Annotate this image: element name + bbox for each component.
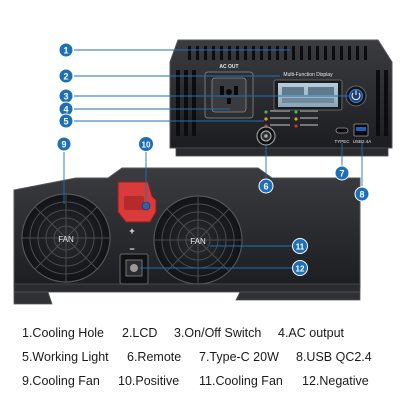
legend-item-type-c: 7.Type-C 20W [199, 350, 279, 364]
type-c-port[interactable]: TYPEC [334, 127, 350, 144]
svg-text:5: 5 [63, 117, 68, 127]
product-diagram: AC OUT Multi-Function Display [13, 39, 393, 305]
negative-sign: − [129, 244, 134, 254]
legend-item-positive: 10.Positive [118, 374, 180, 388]
legend-item-cooling-fan-9: 9.Cooling Fan [22, 374, 100, 388]
callout-2: 2 [58, 68, 74, 84]
rear-panel-unit: FAN FAN + − [13, 167, 361, 305]
cooling-fan-right: FAN [153, 195, 243, 285]
svg-text:10: 10 [142, 140, 151, 149]
usb-port[interactable]: USB2.4A [353, 123, 372, 144]
legend-row-3: 9.Cooling Fan 10.Positive 11.Cooling Fan… [0, 374, 400, 394]
callout-1: 1 [58, 42, 74, 58]
typec-label: TYPEC [334, 139, 350, 144]
svg-text:6: 6 [263, 182, 268, 192]
lcd-display: Multi-Function Display [273, 72, 343, 111]
parts-legend: 1.Cooling Hole 2.LCD 3.On/Off Switch 4.A… [0, 324, 400, 400]
fan-right-label: FAN [190, 237, 206, 246]
svg-text:7: 7 [339, 169, 344, 179]
ac-output-socket[interactable]: AC OUT [204, 64, 254, 119]
legend-row-1: 1.Cooling Hole 2.LCD 3.On/Off Switch 4.A… [0, 326, 400, 346]
legend-item-cooling-fan-11: 11.Cooling Fan [199, 374, 283, 388]
cooling-fan-left: FAN [21, 193, 111, 283]
top-cooling-slots [188, 46, 367, 60]
svg-text:1: 1 [63, 46, 68, 56]
svg-text:9: 9 [61, 140, 66, 150]
callout-5: 5 [58, 113, 74, 129]
remote-port[interactable] [256, 126, 276, 146]
legend-item-negative: 12.Negative [302, 374, 369, 388]
ac-out-label: AC OUT [219, 64, 238, 70]
svg-text:11: 11 [296, 242, 305, 251]
callout-4: 4 [58, 101, 74, 117]
fan-left-label: FAN [58, 235, 74, 244]
callout-11: 11 [292, 238, 308, 254]
positive-sign: + [129, 226, 134, 236]
on-off-switch[interactable] [345, 85, 367, 107]
callout-leaders [63, 49, 363, 269]
legend-item-cooling-hole: 1.Cooling Hole [22, 326, 104, 340]
callout-8: 8 [354, 186, 370, 202]
negative-terminal[interactable]: − [119, 244, 149, 285]
side-vent-left [176, 70, 196, 136]
svg-text:12: 12 [296, 264, 305, 273]
legend-item-on-off-switch: 3.On/Off Switch [174, 326, 262, 340]
legend-item-usb-qc: 8.USB QC2.4 [296, 350, 372, 364]
callout-12: 12 [292, 260, 308, 276]
svg-text:8: 8 [359, 190, 364, 200]
front-panel-unit: AC OUT Multi-Function Display [169, 39, 393, 157]
svg-text:4: 4 [63, 105, 68, 115]
display-label: Multi-Function Display [283, 72, 333, 78]
callout-3: 3 [58, 88, 74, 104]
callout-9: 9 [56, 136, 72, 152]
legend-row-2: 5.Working Light 6.Remote 7.Type-C 20W 8.… [0, 350, 400, 370]
legend-item-remote: 6.Remote [127, 350, 182, 364]
usb-label: USB2.4A [353, 139, 372, 144]
legend-item-lcd: 2.LCD [122, 326, 158, 340]
svg-text:2: 2 [63, 72, 68, 82]
legend-item-working-light: 5.Working Light [22, 350, 109, 364]
callout-6: 6 [258, 178, 274, 194]
svg-text:3: 3 [63, 92, 68, 102]
side-vent-right [376, 70, 388, 136]
callout-badges: 1 2 3 4 5 6 7 8 [56, 42, 370, 276]
positive-terminal[interactable]: + [117, 181, 157, 236]
callout-10: 10 [138, 136, 154, 152]
callout-7: 7 [334, 165, 350, 181]
legend-item-ac-output: 4.AC output [278, 326, 345, 340]
